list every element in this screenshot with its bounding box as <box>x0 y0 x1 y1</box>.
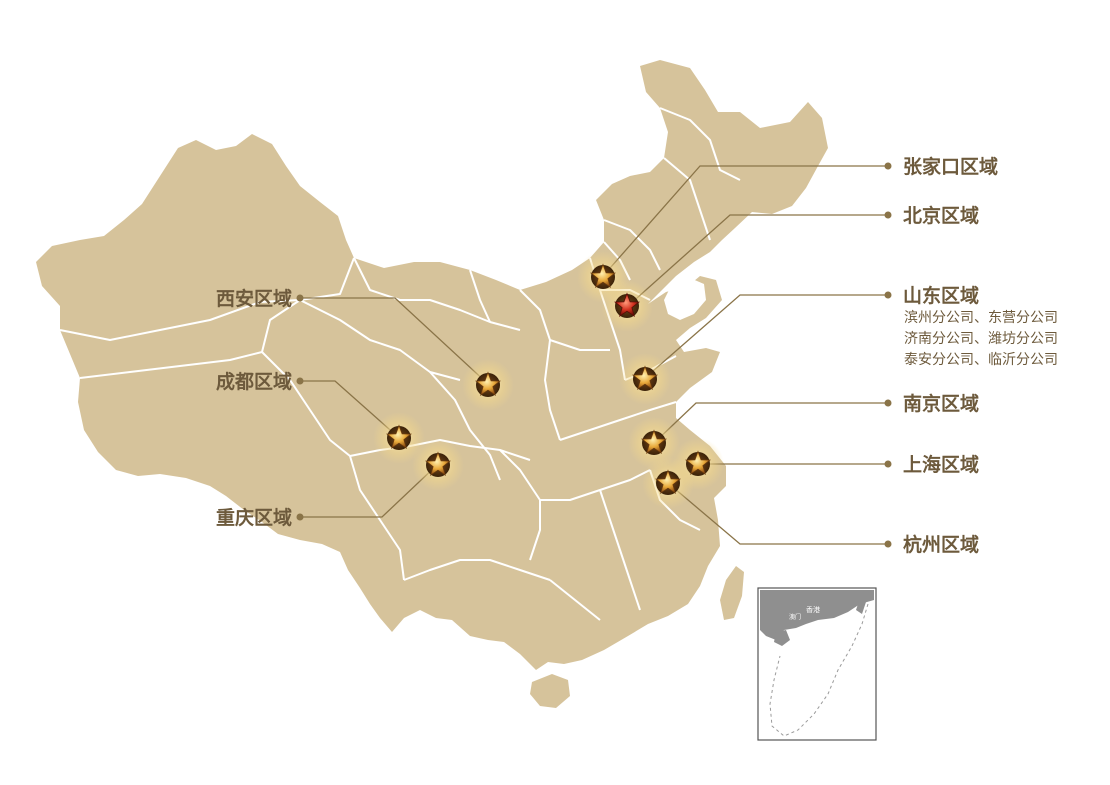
star-icon <box>640 429 668 455</box>
label-chengdu: 成都区域 <box>215 371 292 393</box>
star-marker-chengdu <box>373 412 425 464</box>
star-icon <box>385 424 413 450</box>
label-shandong: 山东区域 <box>903 285 980 307</box>
label-nanjing: 南京区域 <box>903 393 980 415</box>
label-shanghai: 上海区域 <box>903 454 980 476</box>
star-marker-nanjing <box>628 417 680 469</box>
inset-hongkong-label: 香港 <box>806 605 820 614</box>
star-markers <box>373 251 724 509</box>
taiwan-island <box>720 566 744 620</box>
star-icon <box>424 451 452 477</box>
label-hangzhou: 杭州区域 <box>903 534 980 556</box>
leader-xian <box>302 297 489 385</box>
leader-chengdu <box>302 380 399 438</box>
label-zhangjiakou: 张家口区域 <box>903 156 999 178</box>
star-icon <box>613 292 641 318</box>
leader-beijing <box>627 214 886 307</box>
leader-dots <box>296 162 892 548</box>
shandong-branches-2: 济南分公司、潍坊分公司 <box>904 331 1058 347</box>
star-marker-beijing <box>601 280 653 332</box>
star-icon <box>474 371 502 397</box>
inset-hainan <box>774 630 790 646</box>
shandong-branches-1: 滨州分公司、东营分公司 <box>904 310 1058 326</box>
hainan-island <box>530 674 570 708</box>
shandong-branches-3: 泰安分公司、临沂分公司 <box>904 352 1058 368</box>
bohai-sea <box>664 278 706 320</box>
star-icon <box>684 450 712 476</box>
leader-zhangjiakou <box>602 165 886 277</box>
leader-hangzhou <box>667 482 886 545</box>
star-marker-chongqing <box>412 439 464 491</box>
star-icon <box>589 263 617 289</box>
label-beijing: 北京区域 <box>903 205 980 227</box>
inset-coast <box>760 590 874 640</box>
inset-taiwan <box>856 598 866 614</box>
label-chongqing: 重庆区域 <box>215 507 292 529</box>
nine-dash-line <box>769 603 869 737</box>
inset-macau-label: 澳门 <box>789 613 801 621</box>
leader-shandong <box>644 294 886 379</box>
leader-lines <box>302 165 886 545</box>
south-china-sea-inset: 香港 澳门 <box>757 587 877 741</box>
label-xian: 西安区域 <box>215 288 292 310</box>
star-icon <box>631 365 659 391</box>
star-marker-xian <box>462 359 514 411</box>
star-marker-hangzhou <box>642 457 694 509</box>
mainland-shape <box>36 60 828 670</box>
star-marker-shandong <box>619 353 671 405</box>
star-icon <box>654 469 682 495</box>
